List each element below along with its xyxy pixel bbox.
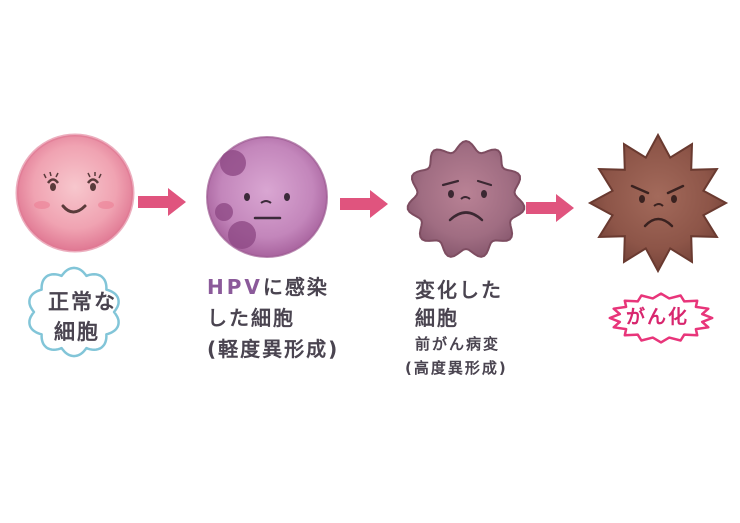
cloud-bubble-icon	[28, 266, 120, 358]
smiling-face-icon	[34, 171, 114, 214]
arrow-3-icon	[526, 194, 574, 222]
cancer-cell-label: がん化	[626, 306, 689, 330]
neutral-face-icon	[244, 193, 290, 220]
changed-cell	[406, 139, 526, 258]
arrow-2-icon	[340, 190, 388, 218]
hpv-cell-label-line-3: (軽度異形成)	[207, 337, 340, 361]
burst-bubble-icon	[608, 292, 714, 344]
normal-cell	[15, 133, 135, 253]
worried-face-icon	[441, 179, 493, 222]
changed-cell-label-line-4: (高度異形成)	[405, 359, 508, 377]
normal-cell-label: 正常な 細胞	[48, 287, 117, 347]
hpv-cell-label-line-1: HPVに感染	[207, 272, 339, 303]
arrow-1-icon	[138, 188, 186, 216]
cancer-cell	[587, 132, 729, 274]
hpv-infected-cell	[206, 136, 328, 258]
hpv-cell-label: HPVに感染 した細胞 (軽度異形成)	[207, 272, 339, 365]
changed-cell-label-line-1: 変化した	[415, 278, 503, 302]
normal-cell-label-line-2: 細胞	[54, 320, 100, 344]
cancer-cell-label-line-1: がん化	[626, 306, 690, 328]
normal-cell-label-line-1: 正常な	[48, 290, 117, 314]
hpv-cell-label-line-2: した細胞	[207, 306, 295, 330]
changed-cell-label-line-3: 前がん病変	[415, 335, 501, 353]
hpv-text: HPV	[207, 275, 263, 299]
changed-cell-label: 変化した 細胞 前がん病変 (高度異形成)	[405, 276, 508, 380]
changed-cell-label-line-2: 細胞	[415, 306, 459, 330]
angry-face-icon	[630, 184, 685, 228]
hpv-cell-label-line-1-rest: に感染	[262, 275, 329, 299]
